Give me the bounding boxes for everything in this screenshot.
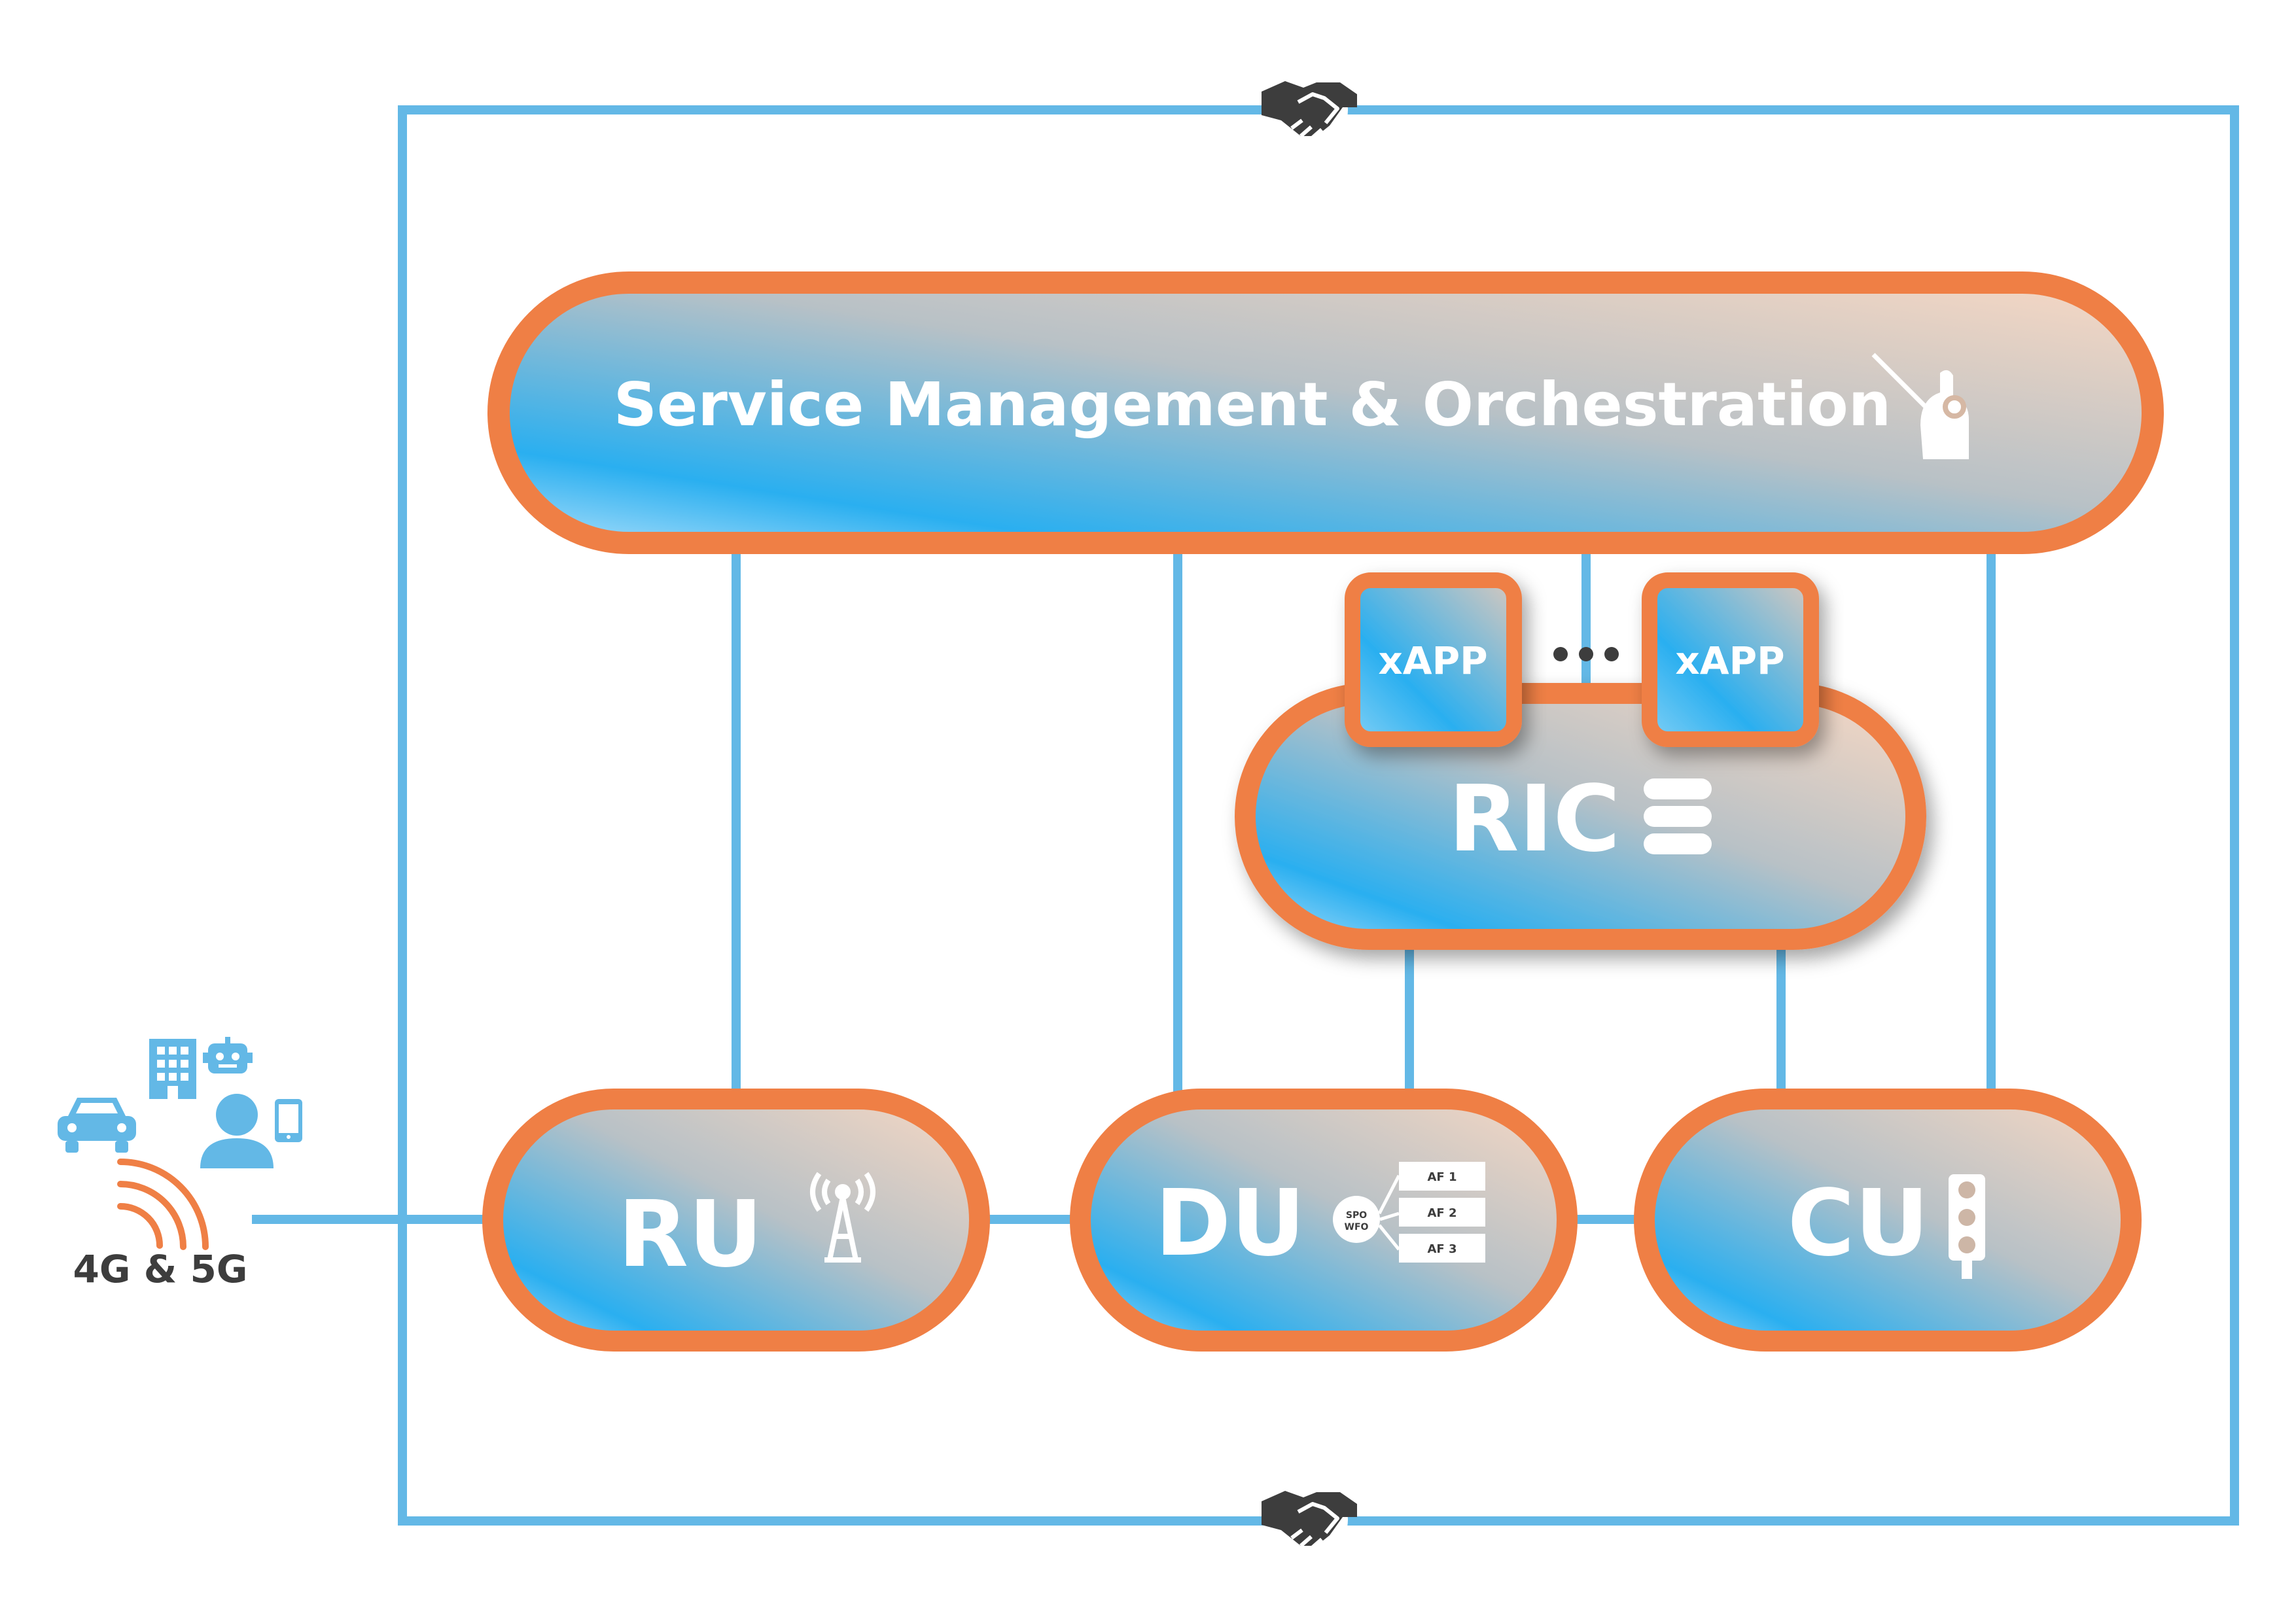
cu-pill — [1634, 1089, 2142, 1352]
hub-text-1: SPO — [1346, 1210, 1367, 1221]
handshake-icon — [1262, 1480, 1357, 1559]
smo-label: Service Management & Orchestration — [614, 370, 1891, 440]
xapp-box — [1345, 572, 1522, 747]
connector-lines — [252, 523, 1996, 1224]
xapp-label: xAPP — [1378, 638, 1487, 683]
smo-pill — [487, 271, 2164, 554]
database-icon — [1644, 778, 1712, 854]
robot-icon — [203, 1037, 253, 1073]
wifi-icon — [117, 1159, 209, 1250]
ric-block: RIC — [1235, 683, 1926, 950]
function-split-icon: SPO WFO AF 1 AF 2 AF 3 — [1333, 1162, 1485, 1263]
du-label: DU — [1155, 1170, 1305, 1277]
antenna-tower-icon — [810, 1172, 875, 1263]
du-pill — [1070, 1089, 1578, 1352]
car-icon — [58, 1098, 136, 1153]
xapp-label: xAPP — [1675, 638, 1784, 683]
building-icon — [149, 1039, 196, 1099]
ric-pill — [1235, 683, 1926, 950]
ru-label: RU — [618, 1181, 762, 1288]
xapp-block-2: xAPP — [1642, 572, 1819, 747]
ric-label: RIC — [1449, 766, 1621, 873]
access-label: 4G & 5G — [73, 1247, 248, 1291]
function-label: AF 3 — [1427, 1242, 1457, 1256]
du-block: DU SPO WFO AF 1 AF 2 AF 3 — [1070, 1089, 1578, 1352]
cu-label: CU — [1788, 1170, 1929, 1277]
xapp-box — [1642, 572, 1819, 747]
traffic-light-icon — [1949, 1174, 1985, 1279]
function-label: AF 1 — [1427, 1170, 1457, 1184]
xapp-ellipsis — [1553, 647, 1619, 661]
ru-block: RU — [482, 1089, 990, 1352]
smo-block: Service Management & Orchestration — [487, 271, 2164, 554]
conductor-hand-icon — [1871, 353, 1969, 459]
function-box — [1399, 1234, 1485, 1263]
xapp-block-1: xAPP — [1345, 572, 1522, 747]
phone-icon — [275, 1099, 302, 1142]
split-hub — [1333, 1196, 1380, 1243]
hub-text-2: WFO — [1345, 1222, 1369, 1232]
user-icon — [200, 1094, 274, 1168]
ru-pill — [482, 1089, 990, 1352]
handshake-icon — [1262, 71, 1357, 149]
function-box — [1399, 1162, 1485, 1191]
function-label: AF 2 — [1427, 1206, 1457, 1220]
function-box — [1399, 1198, 1485, 1227]
cu-block: CU — [1634, 1089, 2142, 1352]
access-group: 4G & 5G — [58, 1037, 302, 1291]
